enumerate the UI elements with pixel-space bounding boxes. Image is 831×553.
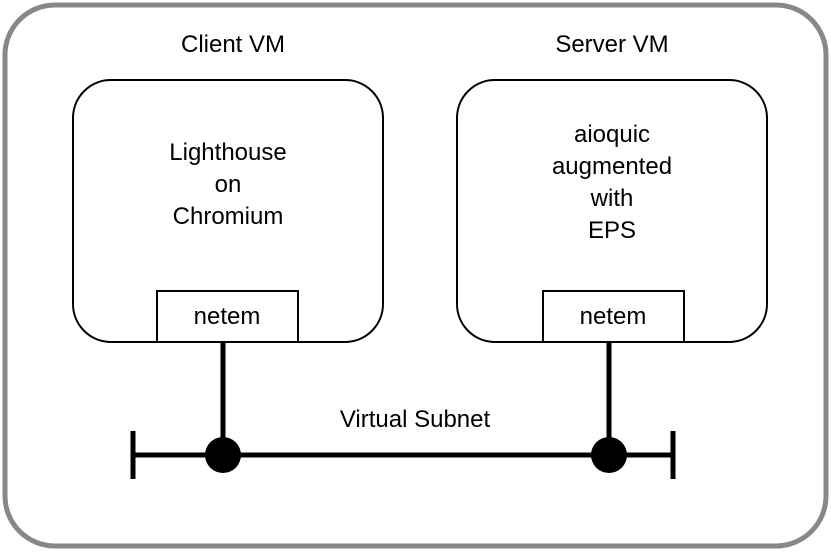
server-netem-box	[542, 290, 685, 343]
client-app-line-3: Chromium	[173, 203, 284, 230]
server-app-line-1: aioquic	[574, 121, 650, 148]
client-app-line-2: on	[215, 171, 242, 198]
client-app-line-1: Lighthouse	[169, 139, 286, 166]
client-netem-label: netem	[194, 303, 261, 330]
client-netem-box	[156, 290, 299, 343]
subnet-label: Virtual Subnet	[340, 406, 491, 433]
server-app-line-3: with	[590, 185, 634, 212]
client-junction-dot	[205, 437, 241, 473]
server-netem-label: netem	[580, 303, 647, 330]
server-app-line-2: augmented	[552, 153, 672, 180]
server-junction-dot	[591, 437, 627, 473]
server-vm-title: Server VM	[555, 31, 668, 58]
client-vm-title: Client VM	[181, 31, 285, 58]
server-app-line-4: EPS	[588, 217, 636, 244]
